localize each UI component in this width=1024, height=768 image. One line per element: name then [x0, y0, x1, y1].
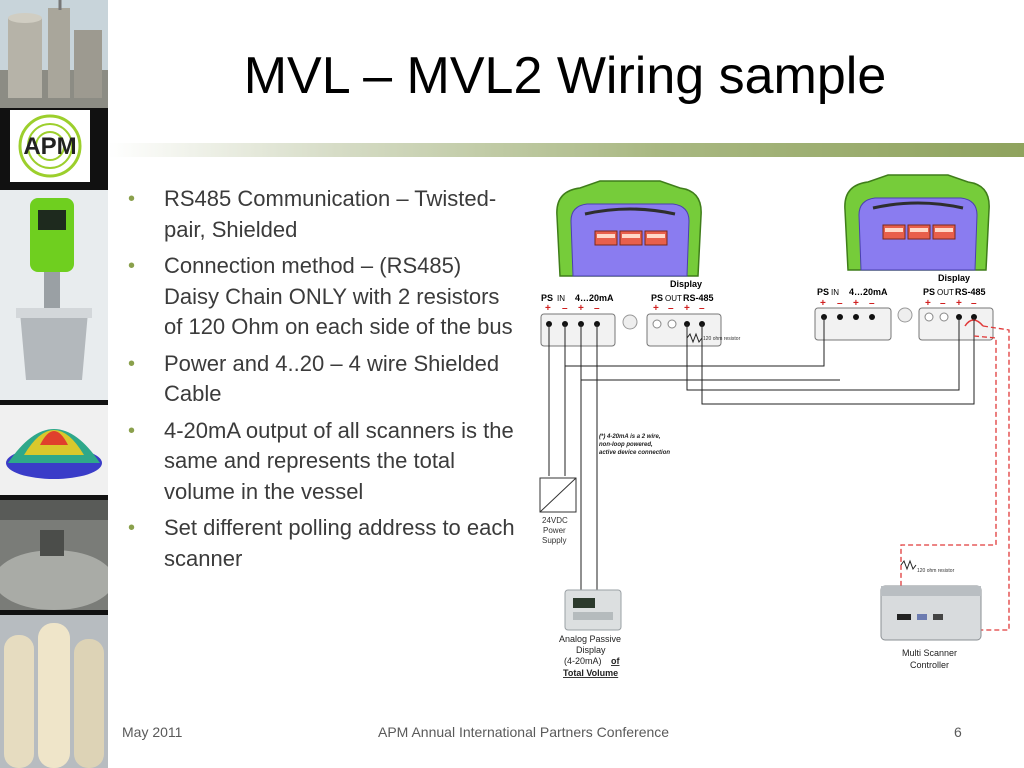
svg-text:non-loop powered,: non-loop powered, [599, 442, 653, 448]
scanner-2-ps2-label: PS [923, 287, 935, 297]
bullet-item: •RS485 Communication – Twisted-pair, Shi… [128, 186, 497, 242]
svg-text:–: – [869, 298, 875, 309]
svg-text:Controller: Controller [910, 660, 949, 670]
scanner-1-in-label: IN [557, 294, 565, 303]
wiring-lines [548, 317, 975, 590]
footer-conference: APM Annual International Partners Confer… [378, 724, 670, 740]
scanner-1-ps-label: PS [541, 293, 553, 303]
scanner-2-terminals: PS IN 4…20mA PS OUT RS-485 Display +– +–… [814, 273, 994, 341]
svg-text:+: + [684, 303, 690, 314]
page-title: MVL – MVL2 Wiring sample [243, 47, 887, 105]
scanner-1-ma-label: 4…20mA [575, 293, 614, 303]
storage-silos-photo [0, 615, 108, 768]
scanner-2-polarity-marks: +– +– +– +– [820, 298, 977, 309]
multi-scanner-controller: 120 ohm resistor Multi Scanner Controlle… [880, 559, 982, 670]
svg-text:–: – [699, 303, 705, 314]
sidebar-image-strip: APM [0, 0, 108, 768]
svg-text:Total Volume: Total Volume [563, 668, 618, 678]
svg-text:–: – [668, 303, 674, 314]
tank-roof-photo [0, 500, 108, 610]
scanner-1-terminals: PS IN 4…20mA PS OUT RS-485 Display +– +–… [540, 279, 741, 347]
scanner-1-resistor-label: 120 ohm resistor [703, 336, 741, 342]
svg-text:Display: Display [576, 645, 606, 655]
svg-text:+: + [956, 298, 962, 309]
svg-text:Analog Passive: Analog Passive [559, 634, 621, 644]
scanner-2-ps-label: PS [817, 287, 829, 297]
svg-text:120 ohm resistor: 120 ohm resistor [917, 568, 955, 574]
bullet-item: •Set different polling address to each s… [128, 515, 515, 571]
scanner-2-in-label: IN [831, 288, 839, 297]
svg-text:+: + [545, 303, 551, 314]
svg-text:Power: Power [543, 526, 566, 535]
svg-text:Multi Scanner: Multi Scanner [902, 648, 957, 658]
footer-date: May 2011 [122, 724, 183, 740]
svg-text:+: + [925, 298, 931, 309]
scanner-2-rs485-label: RS-485 [955, 287, 986, 297]
svg-text:+: + [820, 298, 826, 309]
svg-text:–: – [562, 303, 568, 314]
scanner-2-display-label: Display [938, 273, 970, 283]
page-number: 6 [954, 724, 962, 740]
apm-logo-text: APM [23, 133, 77, 160]
svg-text:(4-20mA): (4-20mA) [564, 656, 602, 666]
svg-text:Supply: Supply [542, 536, 566, 545]
bullet-list: •RS485 Communication – Twisted-pair, Shi… [126, 184, 521, 580]
scanner-1-display-label: Display [670, 279, 702, 289]
scanner-1-head [555, 179, 703, 278]
svg-text:–: – [594, 303, 600, 314]
svg-text:+: + [653, 303, 659, 314]
scanner-2-head [843, 173, 991, 272]
analog-display-device: Analog Passive Display (4-20mA) of Total… [559, 589, 622, 678]
scanner-1-polarity-marks: +– +– +– +– [545, 303, 705, 314]
power-supply: 24VDC Power Supply [539, 477, 577, 545]
bullet-dot-icon: • [128, 419, 136, 442]
svg-text:–: – [971, 298, 977, 309]
svg-text:–: – [837, 298, 843, 309]
industrial-silo-photo [0, 0, 108, 108]
3d-volume-plot-image [0, 405, 108, 495]
svg-text:+: + [578, 303, 584, 314]
bullet-dot-icon: • [128, 352, 136, 375]
rs485-dashed-wiring [900, 325, 1010, 631]
bullet-item: •Connection method – (RS485) Daisy Chain… [128, 253, 513, 339]
bullet-dot-icon: • [128, 255, 136, 277]
svg-text:24VDC: 24VDC [542, 516, 568, 525]
svg-text:active device connection: active device connection [599, 450, 670, 456]
scanner-2-ma-label: 4…20mA [849, 287, 888, 297]
bullet-item: •4-20mA output of all scanners is the sa… [128, 417, 514, 504]
bullet-item: •Power and 4..20 – 4 wire Shielded Cable [128, 350, 500, 407]
svg-text:of: of [611, 656, 620, 666]
apm-logo: APM [10, 110, 90, 182]
loop-note: (*) 4-20mA is a 2 wire, non-loop powered… [599, 434, 670, 456]
scanner-device-photo [0, 190, 108, 400]
title-divider [108, 143, 1024, 157]
svg-text:+: + [853, 298, 859, 309]
scanner-2-out-label: OUT [937, 288, 954, 297]
svg-text:(*) 4-20mA is a 2 wire,: (*) 4-20mA is a 2 wire, [599, 434, 661, 440]
wiring-diagram: PS IN 4…20mA PS OUT RS-485 Display +– +–… [539, 173, 1010, 678]
scanner-1-rs485-label: RS-485 [683, 293, 714, 303]
svg-text:–: – [940, 298, 946, 309]
scanner-1-ps2-label: PS [651, 293, 663, 303]
scanner-1-out-label: OUT [665, 294, 682, 303]
bullet-dot-icon: • [128, 188, 136, 210]
bullet-dot-icon: • [128, 517, 136, 539]
